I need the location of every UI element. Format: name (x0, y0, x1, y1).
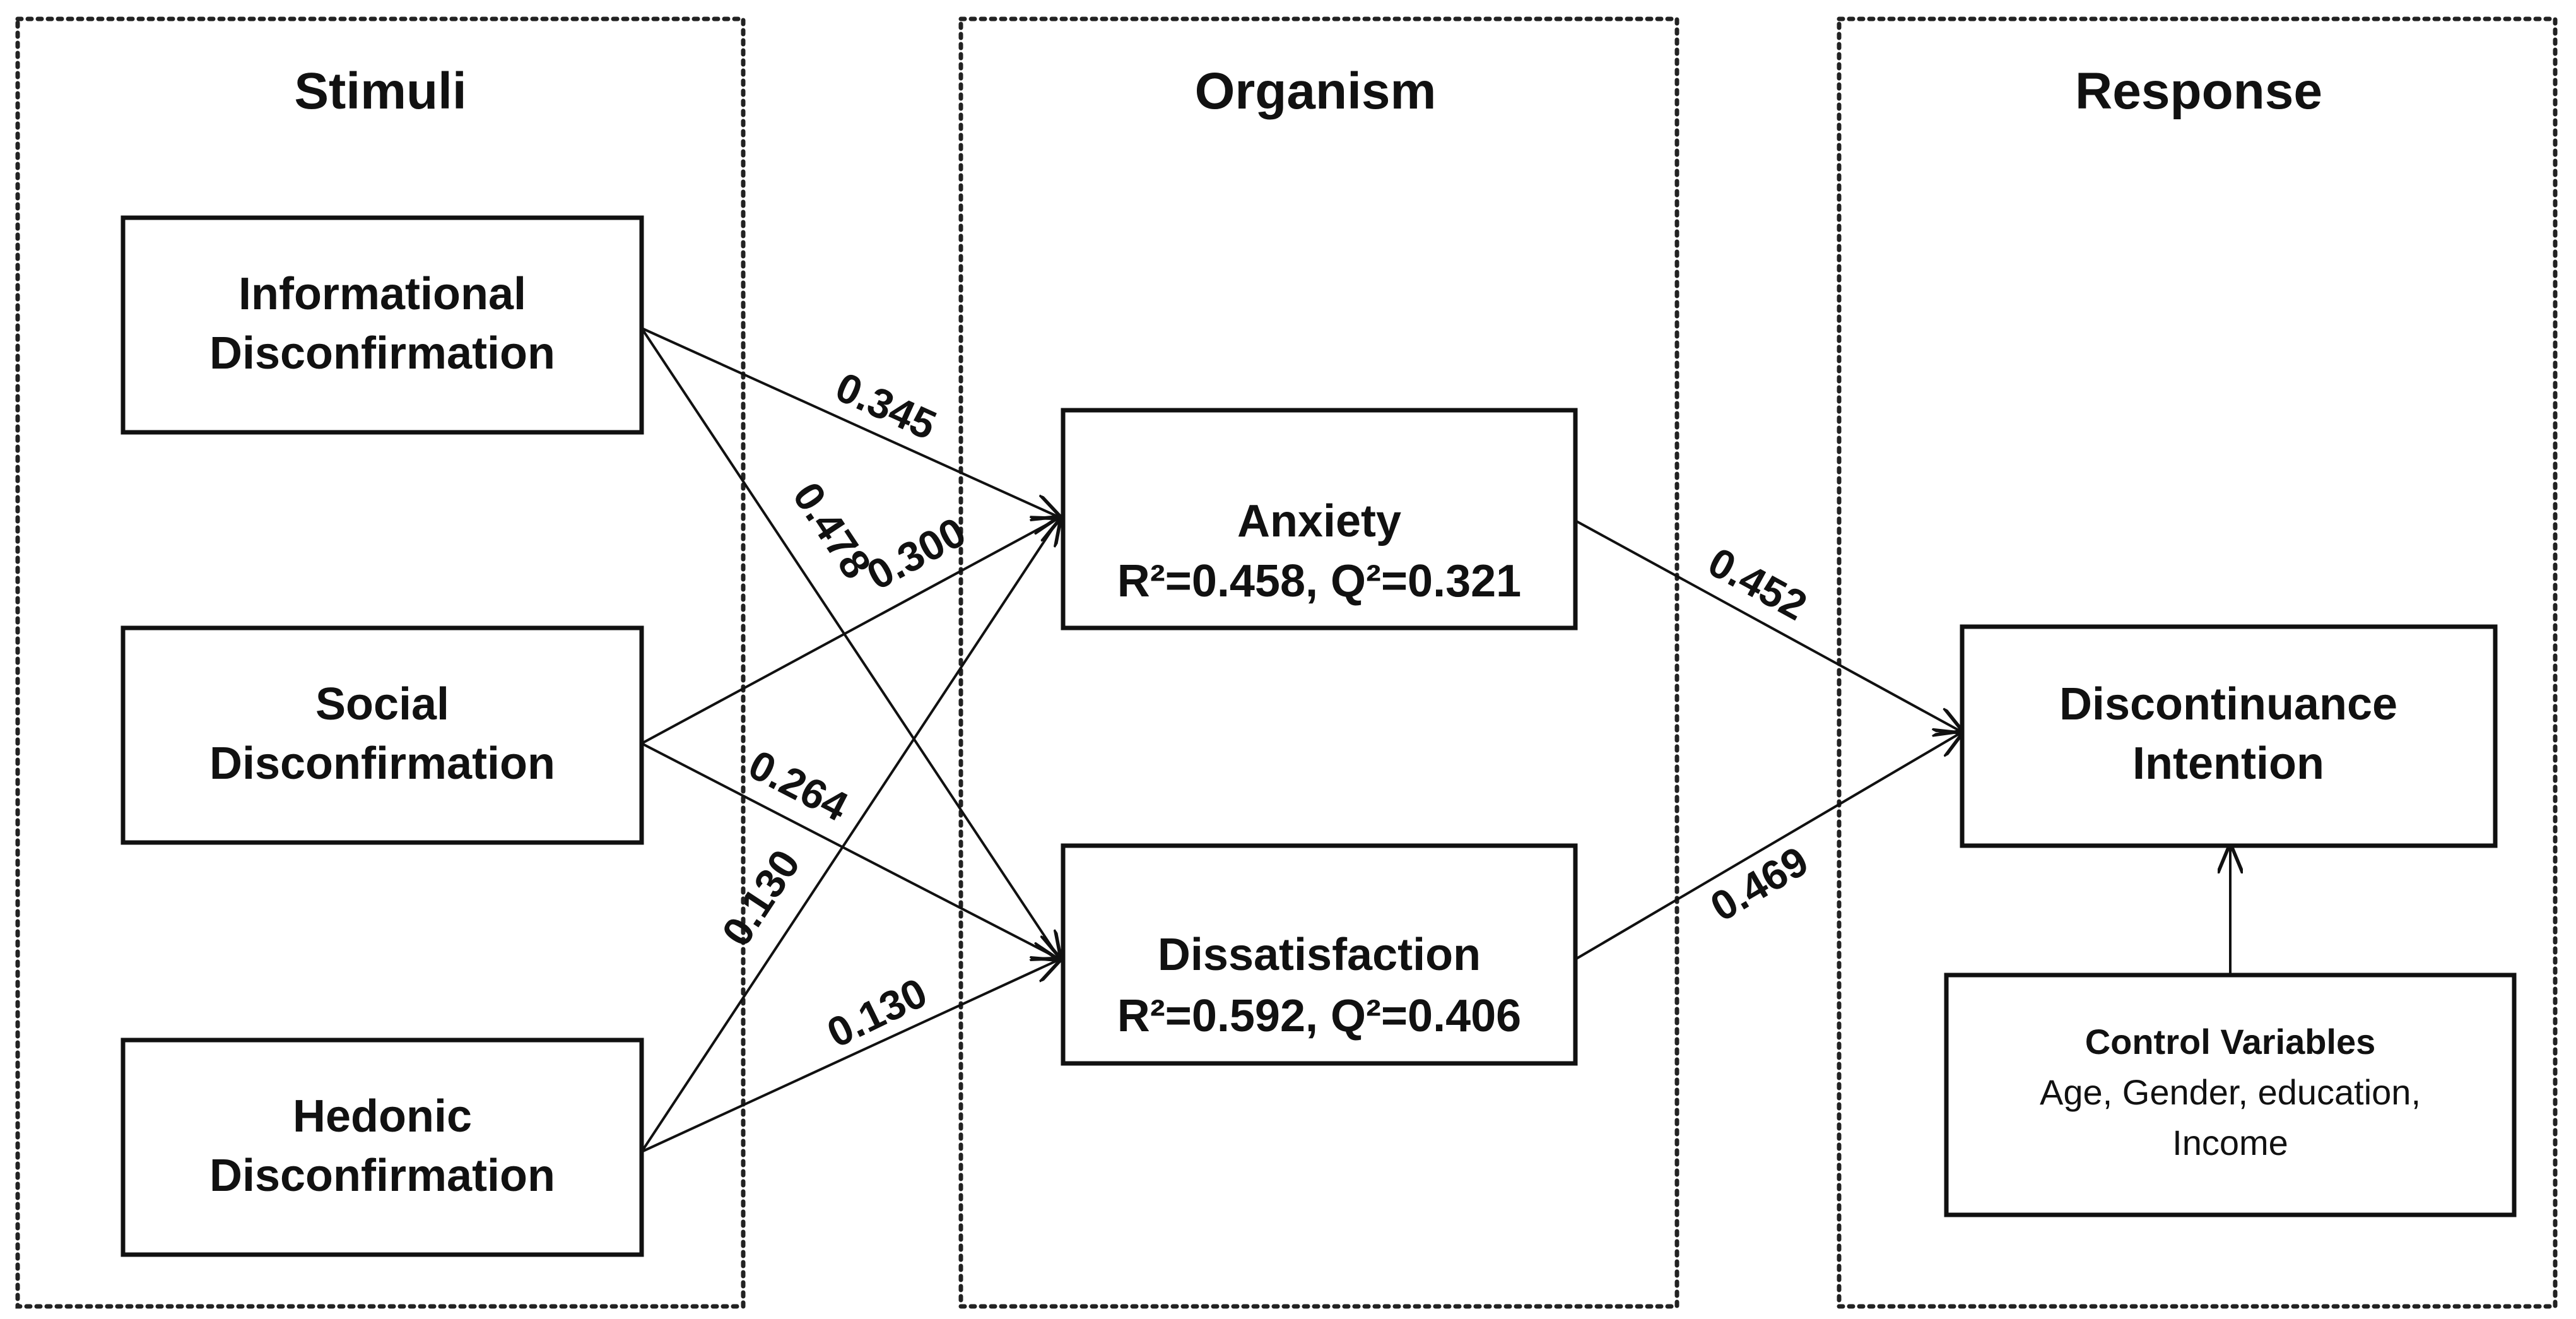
coef-informational-anxiety: 0.345 (829, 363, 943, 448)
social-label-line1: Social (315, 679, 449, 730)
control-variables-line1: Age, Gender, education, (2040, 1072, 2421, 1112)
coef-anxiety-discontinuance: 0.452 (1701, 538, 1814, 629)
control-variables-node (1944, 973, 2517, 1217)
dissatisfaction-node (1061, 843, 1578, 1066)
informational-label-line2: Disconfirmation (209, 328, 555, 379)
edge-social-dissatisfaction (641, 742, 1060, 959)
hedonic-disconfirmation-node (121, 1038, 644, 1257)
coef-social-dissatisfaction: 0.264 (741, 741, 856, 831)
stimuli-section (15, 16, 746, 1309)
discontinuance-label-line2: Intention (2132, 738, 2324, 789)
edge-informational-anxiety (641, 327, 1060, 518)
discontinuance-intention-node (1960, 624, 2498, 848)
edge-informational-dissatisfaction (640, 327, 1060, 959)
edge-dissatisfaction-discontinuance (1574, 732, 1962, 961)
anxiety-stats: R²=0.458, Q²=0.321 (1117, 556, 1521, 606)
anxiety-label: Anxiety (1237, 496, 1401, 547)
edge-hedonic-anxiety (640, 518, 1060, 1153)
discontinuance-label-line1: Discontinuance (2059, 679, 2397, 730)
social-label-line2: Disconfirmation (209, 738, 555, 789)
informational-label-line1: Informational (238, 269, 526, 319)
coef-hedonic-anxiety: 0.130 (712, 841, 809, 954)
hedonic-label-line1: Hedonic (293, 1091, 472, 1142)
stimuli-heading: Stimuli (294, 62, 466, 120)
control-variables-line2: Income (2172, 1123, 2288, 1162)
anxiety-node (1061, 408, 1578, 630)
response-section (1837, 16, 2558, 1309)
edge-hedonic-dissatisfaction (641, 959, 1060, 1153)
informational-disconfirmation-node (121, 215, 644, 435)
response-heading: Response (2075, 62, 2322, 120)
organism-heading: Organism (1195, 62, 1437, 120)
coef-social-anxiety: 0.300 (859, 508, 973, 599)
dissatisfaction-label: Dissatisfaction (1158, 930, 1481, 980)
edge-anxiety-discontinuance (1575, 519, 1962, 732)
edge-social-anxiety (641, 518, 1060, 745)
social-disconfirmation-node (121, 625, 644, 845)
organism-section (958, 16, 1679, 1309)
dissatisfaction-stats: R²=0.592, Q²=0.406 (1117, 991, 1521, 1041)
hedonic-label-line2: Disconfirmation (209, 1150, 555, 1201)
control-variables-title: Control Variables (2085, 1022, 2376, 1062)
